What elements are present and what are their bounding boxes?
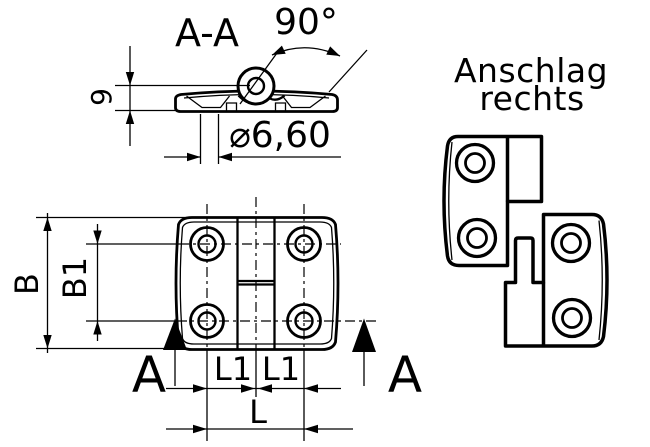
dim-arrow-left xyxy=(187,152,201,162)
cut-arrow-left-label: A xyxy=(132,346,166,404)
dim-l1-left-label: L1 xyxy=(214,350,252,388)
front-view: B B1 L1 L1 L A xyxy=(8,197,422,441)
dim-arrow-bottom xyxy=(43,335,52,349)
dim-b1-label: B1 xyxy=(56,257,94,299)
dim-L: L xyxy=(166,393,353,434)
cut-arrow-right xyxy=(352,318,376,352)
swing-line-right xyxy=(328,49,368,93)
hole-inner xyxy=(561,307,583,329)
centerlines xyxy=(86,197,378,441)
notch-right xyxy=(274,102,287,112)
leaf-lower-chamfer xyxy=(598,220,603,341)
knuckle-fillet-right xyxy=(269,94,286,101)
arc-arrowhead-left xyxy=(272,45,286,55)
dim-arrow-right xyxy=(218,152,232,162)
dim-b-label: B xyxy=(8,273,46,295)
section-cut-arrows: A A xyxy=(132,318,422,404)
section-label: A-A xyxy=(175,11,239,55)
angle-annotation: 90° xyxy=(239,2,368,105)
cut-arrow-right-label: A xyxy=(388,346,422,404)
dim-arrow-top xyxy=(93,230,102,244)
knuckle-bore xyxy=(246,76,266,96)
leaf-upper xyxy=(442,134,544,268)
dim-arrow-top xyxy=(125,72,135,86)
arc-arrowhead-right xyxy=(326,46,340,56)
hole-inner xyxy=(466,227,488,249)
dim-l1-right-label: L1 xyxy=(262,350,300,388)
leaf-upper-chamfer xyxy=(448,141,453,261)
dim-hole-diameter: ⌀6,60 xyxy=(164,114,341,164)
hole-inner xyxy=(560,232,582,254)
pin-height-label: 9 xyxy=(85,88,118,106)
dim-arrow-bottom xyxy=(125,110,135,124)
arrow-left xyxy=(193,424,207,434)
arrow-outer-right xyxy=(304,384,318,393)
dim-l-label: L xyxy=(249,393,267,431)
note-line2: rechts xyxy=(479,79,584,118)
dim-pin-height: 9 xyxy=(85,46,250,146)
dim-B: B xyxy=(8,213,192,353)
angle-label: 90° xyxy=(274,2,338,43)
arrow-right xyxy=(304,424,318,434)
dim-B1: B1 xyxy=(56,224,102,341)
countersink-left xyxy=(186,95,231,109)
dim-arrow-bottom xyxy=(93,321,102,335)
note-line1: Anschlag xyxy=(454,51,608,90)
hole-inner xyxy=(464,152,486,174)
section-view-aa: A-A 90° 9 xyxy=(85,2,368,164)
dim-arrow-top xyxy=(43,217,52,231)
cut-arrow-left xyxy=(163,318,187,350)
notch-left xyxy=(225,102,238,112)
hole-diameter-label: ⌀6,60 xyxy=(229,115,331,156)
front-chamfer-contour xyxy=(179,221,335,345)
arrow-outer-left xyxy=(193,384,207,393)
dim-L1: L1 L1 xyxy=(166,350,341,393)
arrow-center-left xyxy=(241,384,255,393)
right-view: Anschlag rechts xyxy=(442,51,609,348)
countersink-right xyxy=(281,95,326,109)
swing-line-left xyxy=(239,52,278,105)
leaf-lower xyxy=(503,212,609,348)
arrow-center-right xyxy=(258,384,272,393)
